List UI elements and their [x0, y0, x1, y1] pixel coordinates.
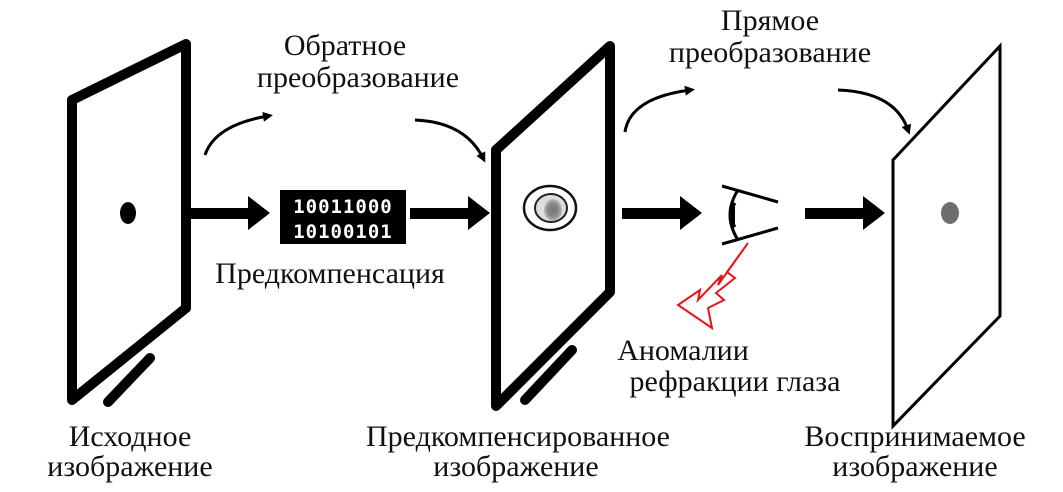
tablet-button: [520, 345, 577, 405]
source-tablet: [67, 39, 191, 407]
eye-icon: [721, 184, 779, 246]
curved-arrow-icon: [414, 118, 486, 163]
curved-arrow-icon: [623, 85, 695, 133]
arrow-right-icon: [622, 196, 702, 230]
blurred-dot: [522, 184, 578, 232]
perceived-dot: [941, 202, 959, 224]
inverse-transform-label: преобразование: [257, 61, 459, 94]
eye-anomaly-label: рефракции глаза: [630, 365, 841, 398]
forward-transform-label: Прямое: [721, 4, 819, 37]
perceived-image-label: Воспринимаемое: [804, 420, 1025, 453]
arrow-right-icon: [190, 196, 270, 230]
curved-arrow-icon: [203, 111, 273, 156]
tablet-button: [103, 353, 155, 407]
flow-arrows: [190, 196, 885, 230]
arrow-right-icon: [410, 196, 490, 230]
forward-transform-label: преобразование: [669, 36, 871, 69]
binary-line: 10011000: [293, 196, 393, 218]
binary-line: 10100101: [293, 221, 393, 243]
perceived-frame: [891, 42, 1002, 430]
source-image-label: Исходное: [69, 420, 192, 453]
lightning-icon: [676, 242, 749, 331]
binary-code-block: 10011000 10100101: [280, 190, 406, 244]
arrow-right-icon: [805, 196, 885, 230]
source-dot: [120, 202, 136, 224]
perceived-image-label: изображение: [832, 450, 997, 483]
eye-anomaly-label: Аномалии: [617, 334, 749, 367]
precompensated-image-label: изображение: [433, 450, 598, 483]
source-image-label: изображение: [47, 450, 212, 483]
precompensated-tablet: [491, 41, 615, 411]
curved-arrows: [203, 85, 912, 163]
inverse-transform-label: Обратное: [284, 29, 406, 62]
precompensated-image-label: Предкомпенсированное: [366, 420, 670, 453]
precompensation-label: Предкомпенсация: [215, 257, 445, 290]
curved-arrow-icon: [837, 88, 912, 135]
